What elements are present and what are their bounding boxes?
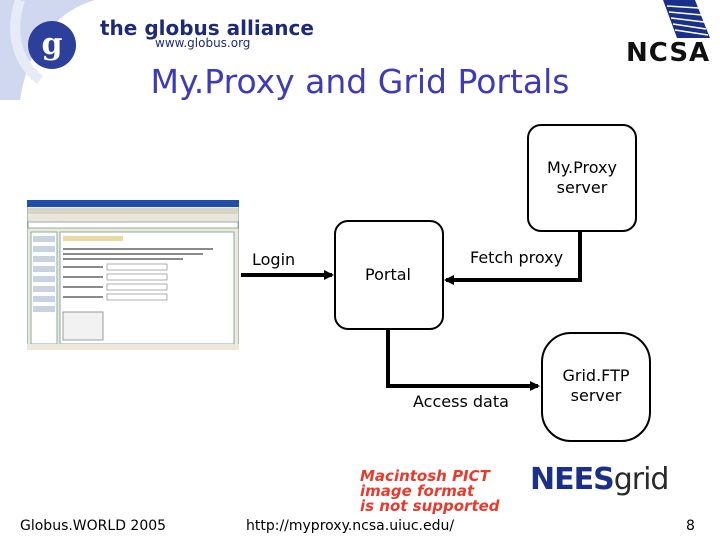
- fetch-proxy-label: Fetch proxy: [470, 248, 563, 267]
- myproxy-server-box: My.Proxy server: [527, 124, 637, 232]
- gridftp-server-box: Grid.FTP server: [541, 332, 651, 442]
- page-number: 8: [686, 518, 695, 534]
- neesgrid-logo-grid: grid: [614, 462, 669, 497]
- neesgrid-logo-nees: NEES: [530, 462, 614, 497]
- gridftp-server-label-line1: Grid.FTP: [543, 366, 649, 386]
- footer-url: http://myproxy.ncsa.uiuc.edu/: [246, 518, 454, 534]
- myproxy-server-label-line1: My.Proxy: [529, 158, 635, 178]
- pict-notice-line3: is not supported: [360, 499, 530, 514]
- portal-label: Portal: [365, 265, 411, 284]
- access-data-arrow: [388, 328, 538, 386]
- footer-event: Globus.WORLD 2005: [20, 518, 166, 534]
- neesgrid-logo: NEESgrid: [530, 462, 668, 497]
- login-label: Login: [252, 250, 295, 269]
- pict-unsupported-notice: Macintosh PICT image format is not suppo…: [360, 469, 530, 514]
- myproxy-server-label-line2: server: [529, 178, 635, 198]
- gridftp-server-label-line2: server: [543, 386, 649, 406]
- access-data-label: Access data: [413, 392, 509, 411]
